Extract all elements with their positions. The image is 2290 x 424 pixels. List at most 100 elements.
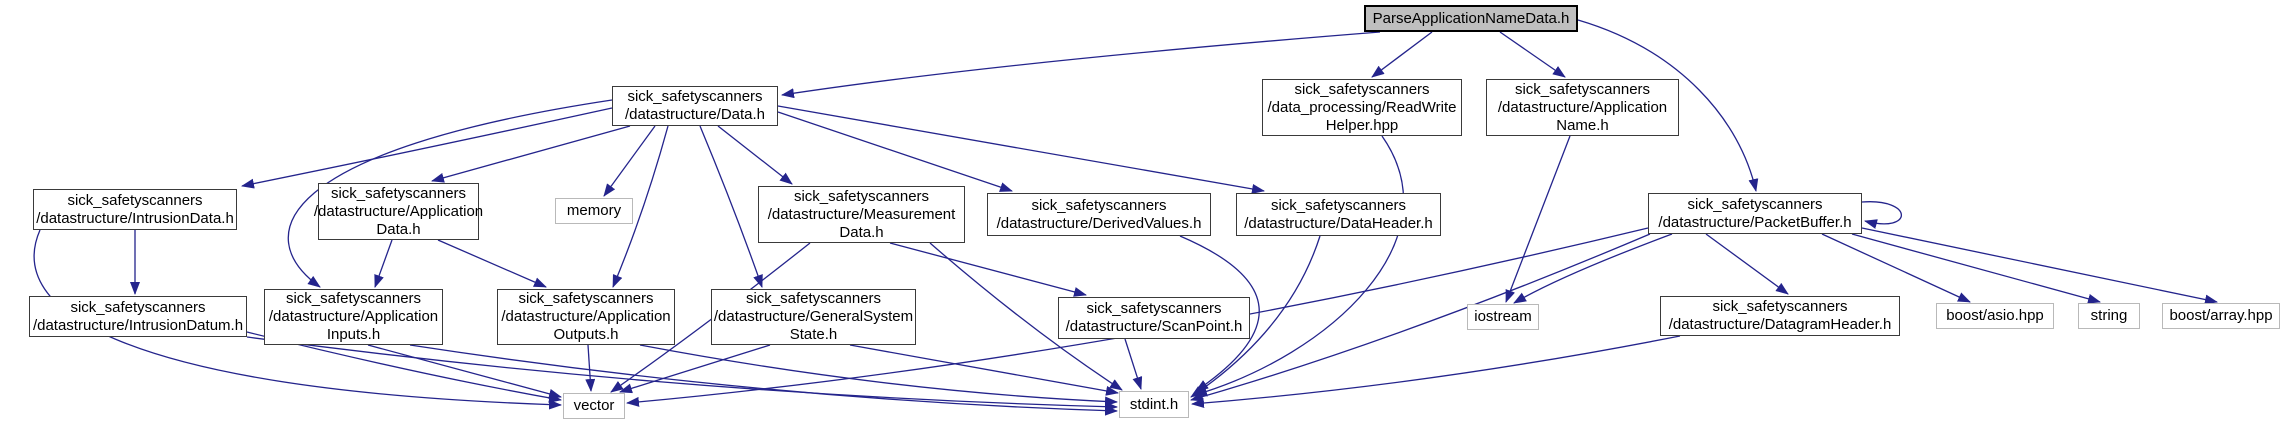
- node-root: ParseApplicationNameData.h: [1364, 5, 1578, 32]
- node-label-line: /datastructure/DatagramHeader.h: [1668, 316, 1892, 333]
- edge-data-h-to-application-outputs-h: [612, 125, 669, 288]
- node-datagram-header-h[interactable]: sick_safetyscanners/datastructure/Datagr…: [1660, 296, 1900, 336]
- edge-application-data-h-to-application-outputs-h: [437, 239, 547, 288]
- edge-data-h-to-intrusion-data-h: [241, 107, 613, 189]
- node-label-line: boost/array.hpp: [2169, 307, 2273, 324]
- node-intrusion-data-h[interactable]: sick_safetyscanners/datastructure/Intrus…: [33, 189, 237, 230]
- edge-packet-buffer-h-to-boost-array-hpp: [1861, 227, 2218, 305]
- edge-data-h-to-general-system-state-h: [699, 125, 763, 288]
- node-data-header-h[interactable]: sick_safetyscanners/datastructure/DataHe…: [1236, 193, 1441, 236]
- edge-data-h-to-derived-values-h: [777, 111, 1013, 192]
- node-label-line: ParseApplicationNameData.h: [1372, 9, 1570, 27]
- edge-packet-buffer-h-to-datagram-header-h: [1705, 233, 1789, 295]
- node-label-line: sick_safetyscanners: [1270, 196, 1407, 214]
- node-scan-point-h[interactable]: sick_safetyscanners/datastructure/ScanPo…: [1058, 297, 1250, 339]
- edge-data-h-to-application-data-h: [431, 125, 631, 183]
- node-application-name-h[interactable]: sick_safetyscanners/datastructure/Applic…: [1486, 79, 1679, 136]
- node-label-line: /datastructure/Application: [501, 308, 671, 325]
- node-label-line: /datastructure/DerivedValues.h: [996, 214, 1202, 232]
- node-label-line: sick_safetyscanners: [518, 290, 654, 307]
- edge-root-to-data-h: [781, 31, 1381, 99]
- edge-application-inputs-h-to-stdint-h: [409, 344, 1118, 416]
- edge-scan-point-h-to-stdint-h: [1124, 338, 1143, 390]
- node-label-line: /datastructure/Data.h: [624, 106, 766, 123]
- node-label-line: sick_safetyscanners: [285, 290, 422, 307]
- edge-application-outputs-h-to-stdint-h: [639, 344, 1118, 407]
- node-stdint-h: stdint.h: [1119, 391, 1189, 418]
- edge-application-inputs-h-to-vector: [367, 344, 562, 399]
- node-label-line: /datastructure/IntrusionData.h: [36, 209, 234, 227]
- node-label-line: Name.h: [1556, 116, 1609, 134]
- node-label-line: /datastructure/Application: [1497, 98, 1668, 116]
- node-label-line: sick_safetyscanners: [1294, 80, 1430, 98]
- node-read-write-helper-hpp[interactable]: sick_safetyscanners/data_processing/Read…: [1262, 79, 1462, 136]
- node-general-system-state-h[interactable]: sick_safetyscanners/datastructure/Genera…: [711, 289, 916, 345]
- node-label-line: sick_safetyscanners: [745, 290, 882, 307]
- edge-packet-buffer-h-to-boost-asio-hpp: [1821, 233, 1971, 303]
- node-label-line: Helper.hpp: [1325, 116, 1399, 134]
- node-label-line: sick_safetyscanners: [793, 187, 930, 205]
- edge-derived-values-h-to-stdint-h: [1179, 235, 1260, 392]
- node-application-outputs-h[interactable]: sick_safetyscanners/datastructure/Applic…: [497, 289, 675, 345]
- node-label-line: Outputs.h: [553, 326, 619, 343]
- edge-general-system-state-h-to-vector: [619, 344, 771, 394]
- edge-root-to-application-name-h: [1499, 31, 1566, 78]
- node-label-line: State.h: [789, 326, 838, 343]
- edge-datagram-header-h-to-stdint-h: [1191, 335, 1681, 409]
- node-label-line: /data_processing/ReadWrite: [1267, 98, 1457, 116]
- node-measurement-data-h[interactable]: sick_safetyscanners/datastructure/Measur…: [758, 186, 965, 243]
- node-label-line: sick_safetyscanners: [70, 298, 206, 316]
- node-label-line: /datastructure/IntrusionDatum.h: [32, 316, 244, 334]
- edge-data-header-h-to-stdint-h: [1190, 235, 1321, 398]
- node-label-line: /datastructure/GeneralSystem: [713, 308, 914, 325]
- edge-packet-buffer-h-to-stdint-h: [1190, 233, 1651, 402]
- node-boost-array-hpp: boost/array.hpp: [2162, 303, 2280, 329]
- node-label-line: Data.h: [839, 223, 884, 241]
- node-label-line: sick_safetyscanners: [1712, 298, 1848, 315]
- node-label-line: sick_safetyscanners: [67, 191, 203, 209]
- node-boost-asio-hpp: boost/asio.hpp: [1936, 303, 2054, 329]
- node-label-line: boost/asio.hpp: [1946, 307, 2044, 324]
- node-application-inputs-h[interactable]: sick_safetyscanners/datastructure/Applic…: [264, 289, 443, 345]
- edge-measurement-data-h-to-scan-point-h: [889, 242, 1087, 297]
- edge-measurement-data-h-to-stdint-h: [929, 242, 1123, 391]
- node-label-line: sick_safetyscanners: [1687, 195, 1823, 213]
- edge-application-name-h-to-iostream: [1505, 135, 1571, 303]
- edge-read-write-helper-hpp-to-stdint-h: [1194, 135, 1405, 397]
- node-label-line: /datastructure/DataHeader.h: [1244, 214, 1433, 232]
- node-data-h[interactable]: sick_safetyscanners/datastructure/Data.h: [612, 86, 778, 126]
- edge-packet-buffer-h-to-iostream: [1513, 233, 1673, 304]
- edge-data-h-to-measurement-data-h: [717, 125, 793, 185]
- node-intrusion-datum-h[interactable]: sick_safetyscanners/datastructure/Intrus…: [29, 296, 247, 337]
- node-label-line: Inputs.h: [326, 326, 381, 343]
- node-memory: memory: [555, 198, 633, 224]
- node-label-line: /datastructure/Measurement: [767, 205, 956, 223]
- node-label-line: vector: [573, 397, 615, 414]
- edge-packet-buffer-h-to-string: [1851, 233, 2101, 304]
- edge-application-data-h-to-application-inputs-h: [374, 239, 393, 288]
- edge-measurement-data-h-to-vector: [610, 242, 811, 393]
- edge-root-to-read-write-helper-hpp: [1371, 31, 1433, 78]
- node-label-line: sick_safetyscanners: [627, 88, 763, 105]
- node-packet-buffer-h[interactable]: sick_safetyscanners/datastructure/Packet…: [1648, 193, 1862, 234]
- node-label-line: /datastructure/PacketBuffer.h: [1658, 213, 1852, 231]
- edge-root-to-packet-buffer-h: [1577, 19, 1759, 192]
- node-label-line: /datastructure/Application: [313, 202, 484, 220]
- node-label-line: /datastructure/Application: [268, 308, 439, 325]
- node-label-line: iostream: [1474, 308, 1532, 325]
- node-label-line: sick_safetyscanners: [1031, 196, 1167, 214]
- edge-general-system-state-h-to-stdint-h: [849, 344, 1119, 396]
- edge-data-h-to-application-inputs-h: [287, 99, 613, 288]
- node-label-line: sick_safetyscanners: [330, 184, 467, 202]
- node-string: string: [2078, 303, 2140, 329]
- node-iostream: iostream: [1467, 304, 1539, 330]
- node-label-line: string: [2090, 307, 2128, 324]
- node-label-line: stdint.h: [1129, 395, 1179, 413]
- edge-intrusion-data-h-to-vector: [33, 229, 562, 410]
- edge-packet-buffer-h-to-packet-buffer-h: [1861, 201, 1903, 229]
- node-derived-values-h[interactable]: sick_safetyscanners/datastructure/Derive…: [987, 193, 1211, 236]
- node-application-data-h[interactable]: sick_safetyscanners/datastructure/Applic…: [314, 183, 483, 240]
- edge-intrusion-datum-h-to-stdint-h: [246, 336, 1118, 412]
- node-label-line: Data.h: [376, 220, 421, 238]
